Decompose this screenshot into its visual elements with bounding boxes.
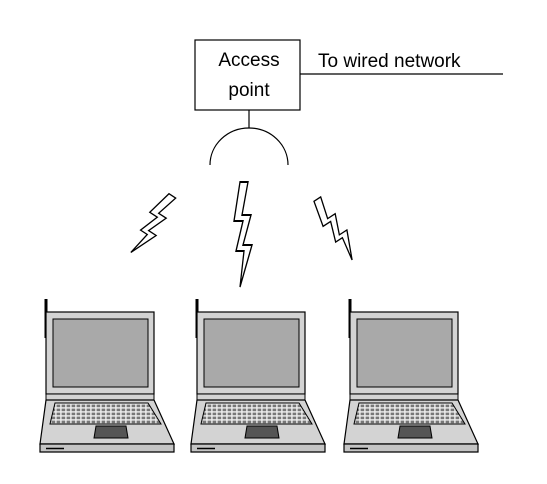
- wired-network-link: To wired network: [300, 51, 503, 75]
- wireless-signal-bolt-right: [308, 194, 363, 264]
- wireless-signal-bolt-left: [125, 189, 180, 260]
- access-point-label-line1: Access: [218, 50, 279, 71]
- wired-network-label: To wired network: [318, 51, 461, 72]
- laptop-3: [342, 297, 480, 454]
- laptop-1: [38, 297, 176, 454]
- access-point-label-line2: point: [228, 80, 270, 101]
- wireless-signal-bolt-center: [233, 181, 253, 288]
- laptop-2: [189, 297, 327, 454]
- access-point: Access point: [194, 39, 301, 111]
- access-point-antenna: [209, 110, 289, 166]
